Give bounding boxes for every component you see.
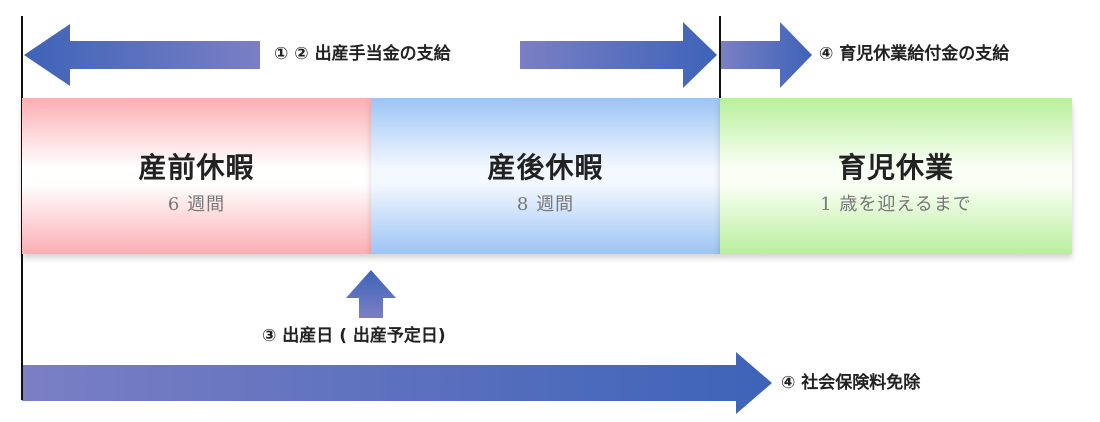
arrow-right-social-insurance: [22, 352, 772, 414]
label-birth-date: ③ 出産日 ( 出産予定日): [262, 326, 446, 346]
period-postnatal-title: 産後休暇: [487, 151, 604, 184]
period-postnatal-leave: 産後休暇 8 週間: [371, 98, 720, 254]
arrow-up-birth-date: [346, 270, 396, 318]
label-birth-allowance: ① ② 出産手当金の支給: [274, 44, 451, 64]
timeline-divider-line: [719, 16, 721, 100]
label-childcare-benefit: ④ 育児休業給付金の支給: [819, 44, 1010, 64]
period-childcare-duration: 1 歳を迎えるまで: [820, 194, 972, 215]
period-prenatal-title: 産前休暇: [138, 151, 255, 184]
period-postnatal-duration: 8 週間: [516, 194, 575, 215]
period-prenatal-leave: 産前休暇 6 週間: [22, 98, 371, 254]
arrow-right-childcare-benefit: [721, 22, 812, 88]
arrow-right-birth-allowance: [520, 22, 717, 88]
period-prenatal-duration: 6 週間: [167, 194, 226, 215]
label-social-insurance: ④ 社会保険料免除: [781, 373, 921, 393]
period-childcare-title: 育児休業: [837, 151, 954, 184]
period-childcare-leave: 育児休業 1 歳を迎えるまで: [720, 98, 1072, 254]
arrow-left-birth-allowance: [24, 24, 260, 86]
